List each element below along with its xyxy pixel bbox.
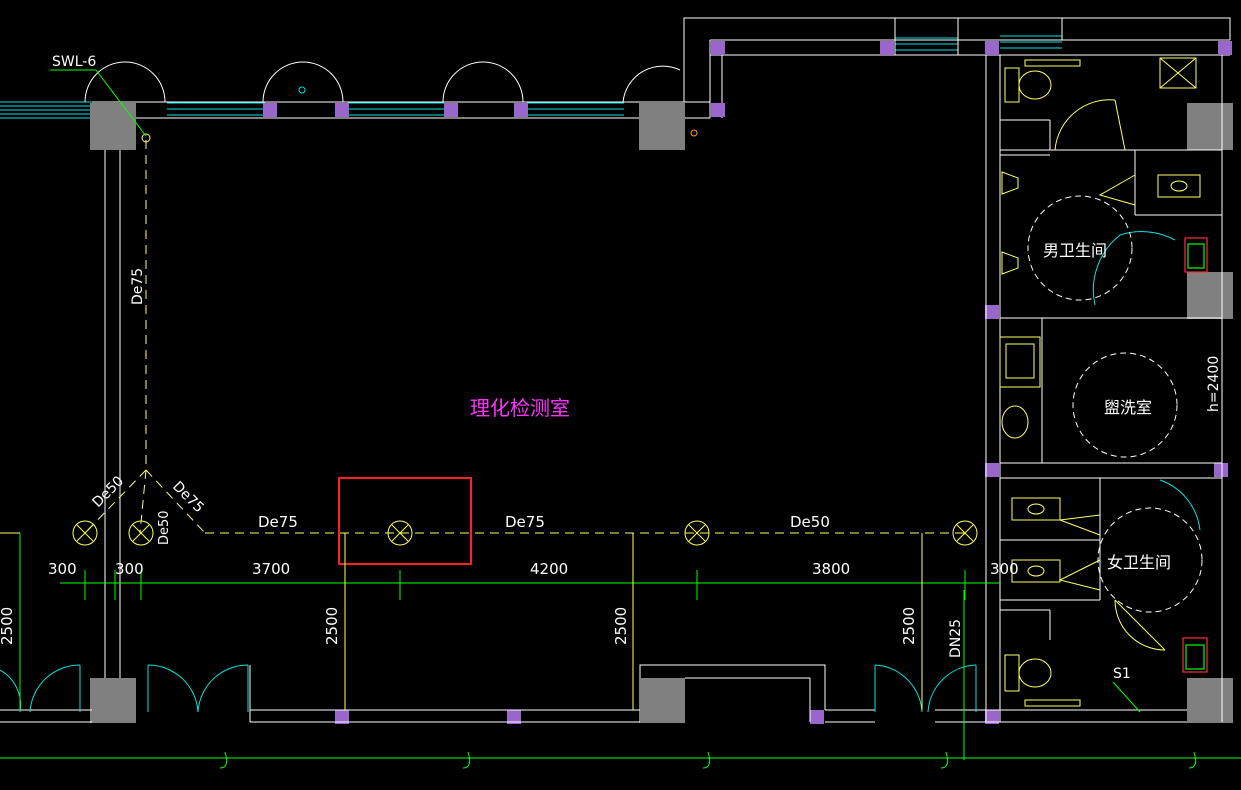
mop-sink-icon bbox=[1159, 57, 1197, 89]
window-marker bbox=[298, 86, 306, 94]
column bbox=[90, 678, 136, 723]
dim-v-0: 2500 bbox=[0, 607, 16, 645]
floor-drain-icon bbox=[128, 520, 154, 546]
toilet-icon bbox=[1004, 654, 1052, 692]
floor-drain-icon bbox=[952, 520, 978, 546]
toilet-walls bbox=[985, 55, 1223, 722]
dim-v-1: 2500 bbox=[323, 607, 341, 645]
leader-line bbox=[1112, 681, 1141, 713]
pipe-seg2-label: De75 bbox=[505, 513, 545, 531]
floor-drains bbox=[72, 520, 978, 546]
drain-pipe-label: DN25 bbox=[948, 619, 964, 658]
column bbox=[1187, 678, 1233, 723]
toilet-tank-icon bbox=[1024, 699, 1081, 707]
valve-symbols bbox=[1182, 237, 1208, 673]
fixtures bbox=[999, 57, 1201, 707]
leader-line bbox=[95, 69, 147, 137]
squat-toilet-icon bbox=[1157, 174, 1201, 198]
mens-toilet-label: 男卫生间 bbox=[1043, 241, 1107, 260]
selection-highlight[interactable] bbox=[338, 477, 472, 565]
column bbox=[1187, 103, 1233, 150]
symbol-s1-label: S1 bbox=[1113, 666, 1131, 682]
pipe-seg3-label: De50 bbox=[790, 513, 830, 531]
pipe-marker bbox=[690, 129, 698, 137]
squat-toilet-icon bbox=[1011, 559, 1061, 583]
squat-toilet-icon bbox=[1011, 497, 1061, 521]
lab-room-label: 理化检测室 bbox=[470, 396, 570, 420]
pipes bbox=[84, 133, 965, 534]
floor-drain-icon bbox=[72, 520, 98, 546]
bottom-wall bbox=[0, 664, 1187, 723]
diag-pipe-label-right: De75 bbox=[169, 479, 207, 517]
column bbox=[639, 678, 685, 723]
vertical-pipe-label: De75 bbox=[130, 268, 146, 305]
riser-label: SWL-6 bbox=[52, 54, 96, 70]
dim-h-3: 4200 bbox=[530, 560, 568, 578]
room-label-circles bbox=[1027, 195, 1203, 613]
pipe-seg1-label: De75 bbox=[258, 513, 298, 531]
top-wall bbox=[0, 17, 1231, 119]
washbasin-icon bbox=[999, 336, 1041, 388]
diag-small-label: De50 bbox=[157, 510, 172, 545]
urinal-icon bbox=[1001, 251, 1019, 275]
washbasin-icon bbox=[1001, 405, 1029, 439]
floor-drain-icon bbox=[684, 520, 710, 546]
columns bbox=[90, 103, 1233, 723]
dim-h-5: 300 bbox=[990, 560, 1019, 578]
dim-h-1: 300 bbox=[115, 560, 144, 578]
dim-h-0: 300 bbox=[48, 560, 77, 578]
washroom-label: 盥洗室 bbox=[1104, 398, 1152, 417]
floor-drain-icon bbox=[387, 520, 413, 546]
doors bbox=[0, 231, 1201, 713]
toilet-tank-icon bbox=[1024, 59, 1081, 67]
diag-pipe-label-left: De50 bbox=[90, 473, 128, 511]
dimension-lines bbox=[0, 533, 1241, 760]
washroom-height-label: h=2400 bbox=[1206, 356, 1222, 412]
womens-toilet-label: 女卫生间 bbox=[1107, 553, 1171, 572]
left-wall bbox=[104, 150, 121, 678]
toilet-icon bbox=[1004, 67, 1052, 103]
height-dims bbox=[0, 532, 923, 710]
grid-markers bbox=[219, 751, 1197, 769]
column bbox=[639, 103, 685, 150]
dim-v-2: 2500 bbox=[612, 607, 630, 645]
dim-v-3: 2500 bbox=[900, 607, 918, 645]
column bbox=[90, 103, 136, 150]
dim-h-4: 3800 bbox=[812, 560, 850, 578]
urinal-icon bbox=[1001, 171, 1019, 195]
posts bbox=[263, 41, 1232, 724]
dim-h-2: 3700 bbox=[252, 560, 290, 578]
column bbox=[1187, 272, 1233, 319]
text-labels: SWL-6 理化检测室 男卫生间 盥洗室 女卫生间 h=2400 De75 De… bbox=[0, 54, 1222, 682]
